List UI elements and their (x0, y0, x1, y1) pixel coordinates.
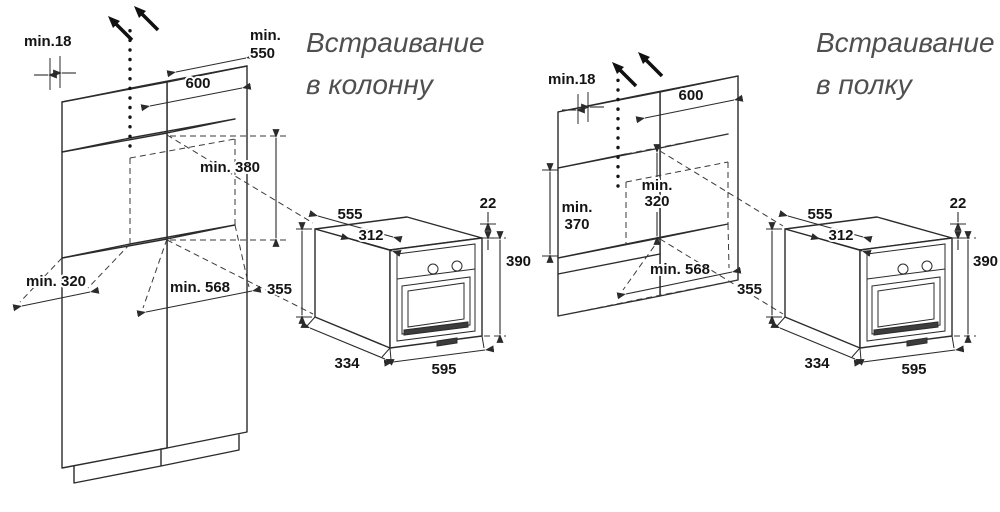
oven-door (401, 276, 471, 335)
projection-line-top (166, 134, 314, 224)
dim-label-oven-top-gap: 22 (950, 195, 967, 212)
vent-arrow (134, 6, 160, 32)
cabinet-plinth (73, 434, 240, 484)
oven-front-inner-frame (396, 243, 476, 342)
dim-top-gap: min.18 (546, 69, 604, 124)
dim-label-niche-depth: min. 568 (170, 279, 230, 296)
oven-knob (897, 263, 909, 275)
niche-opening (61, 118, 236, 259)
dim-top-gap: min.18 (22, 31, 76, 90)
projection-line-bottom (166, 239, 314, 315)
oven-handle (873, 321, 939, 336)
cabinet-front-face (61, 81, 168, 469)
dim-label-inner-height-1: min. (642, 177, 673, 194)
dim-inner-height: min. 320 (640, 144, 674, 245)
dim-label-inner-height-2: 320 (644, 193, 669, 210)
dim-label-oven-bottom-depth: 334 (804, 355, 830, 372)
dim-label-oven-bottom-depth: 334 (334, 355, 360, 372)
dim-label-oven-front-height: 390 (506, 253, 531, 270)
oven-door-glass (407, 282, 465, 328)
dim-label-top-depth-2: 550 (250, 45, 275, 62)
vent-flow (108, 6, 160, 148)
oven-door-glass (877, 282, 935, 328)
oven-knob (427, 263, 439, 275)
oven-handle (403, 321, 469, 336)
dim-label-oven-top-gap: 22 (480, 195, 497, 212)
niche-opening (557, 133, 729, 275)
dim-niche-height: min. 380 (170, 129, 290, 247)
dim-label-top-depth-1: min. (250, 27, 281, 44)
shelf-diagram: min.18 600 min. 320 min. 370 (542, 27, 1000, 380)
oven-vent-slot (906, 337, 928, 347)
dim-label-oven-depth: 555 (337, 206, 362, 223)
dim-label-oven-top-inset: 312 (828, 227, 853, 244)
column-title-line2: в колонну (306, 69, 435, 100)
dim-cabinet-width: 600 (635, 85, 744, 124)
oven-vent-slot (436, 337, 458, 347)
built-in-oven: 555 312 22 390 355 (265, 193, 533, 380)
built-in-oven: 555 312 22 390 355 (735, 193, 1000, 380)
column-title-line1: Встраивание (306, 27, 485, 58)
dim-label-top-gap: min.18 (24, 33, 72, 50)
dim-label-oven-body-height: 355 (737, 281, 762, 298)
oven-front-inner-frame (866, 243, 946, 342)
dim-label-oven-width: 595 (431, 361, 456, 378)
vent-arrow (612, 62, 638, 88)
oven-knob (921, 260, 933, 272)
dim-label-oven-front-height: 390 (973, 253, 998, 270)
oven-control-panel (866, 268, 946, 280)
dim-label-opening-height-1: min. (562, 199, 593, 216)
column-title: Встраивание в колонну (306, 27, 485, 100)
cabinet-side-face (166, 65, 248, 449)
oven-door (871, 276, 941, 335)
dim-label-top-gap: min.18 (548, 71, 596, 88)
dim-shelf-depth: min. 320 (12, 243, 131, 312)
column-diagram: min.18 min. 550 600 min. 380 (12, 6, 533, 484)
shelf-title-line1: Встраивание (816, 27, 995, 58)
dim-cabinet-width: 600 (140, 73, 252, 112)
dim-top-depth: min. 550 (166, 25, 283, 78)
dim-label-oven-width: 595 (901, 361, 926, 378)
dim-opening-height: min. 370 (542, 163, 594, 263)
dim-label-opening-height-2: 370 (564, 216, 589, 233)
oven-dimensions: 555 312 22 390 355 (735, 193, 1000, 380)
dim-label-shelf-depth: min. 320 (26, 273, 86, 290)
shelf-title: Встраивание в полку (816, 27, 995, 100)
projection-line-top (659, 150, 784, 227)
dim-niche-depth: min. 568 (136, 224, 262, 318)
oven-dimensions: 555 312 22 390 355 (265, 193, 533, 380)
column-dimensions: min.18 min. 550 600 min. 380 (12, 25, 290, 318)
dim-label-oven-top-inset: 312 (358, 227, 383, 244)
dim-label-oven-body-height: 355 (267, 281, 292, 298)
vent-arrow (638, 52, 664, 78)
dim-label-cabinet-width: 600 (678, 87, 703, 104)
shelf-title-line2: в полку (816, 69, 914, 100)
shelf-dimensions: min.18 600 min. 320 min. 370 (542, 69, 744, 300)
dim-label-niche-height: min. 380 (200, 159, 260, 176)
dim-label-niche-depth: min. 568 (650, 261, 710, 278)
dim-label-cabinet-width: 600 (185, 75, 210, 92)
shelf-cabinet (557, 75, 784, 317)
dim-niche-depth: min. 568 (616, 223, 742, 300)
vent-arrow (108, 16, 134, 42)
vent-flow (612, 52, 664, 188)
dim-label-oven-depth: 555 (807, 206, 832, 223)
tall-cabinet (61, 65, 314, 484)
oven-control-panel (396, 268, 476, 280)
oven-knob (451, 260, 463, 272)
